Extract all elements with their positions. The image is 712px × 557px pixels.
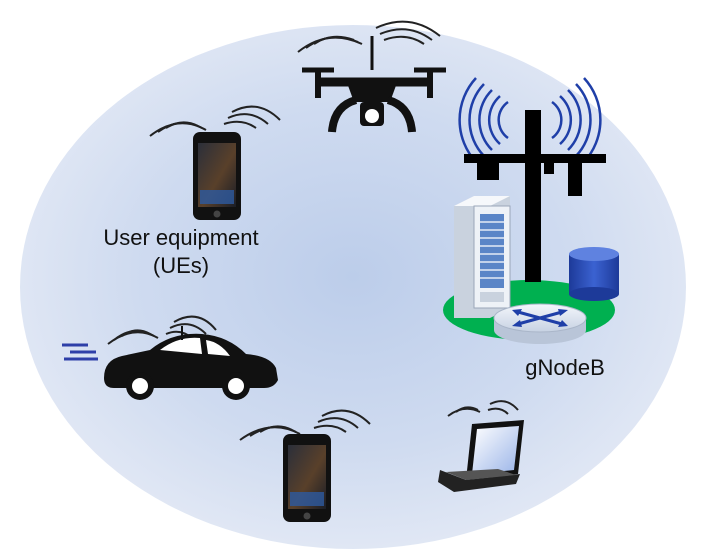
- router-icon: [493, 303, 587, 344]
- wireless-signal-icon: [107, 315, 217, 345]
- car-icon: [62, 315, 278, 400]
- user-equipment-label: User equipment (UEs): [66, 224, 296, 280]
- user-equipment-label-line1: User equipment: [103, 225, 259, 250]
- wireless-signal-icon: [458, 77, 602, 163]
- wireless-signal-icon: [447, 400, 519, 417]
- laptop-icon: [438, 400, 524, 492]
- wireless-signal-icon: [297, 20, 441, 53]
- smartphone-icon: [149, 105, 281, 220]
- wireless-signal-icon: [239, 409, 371, 441]
- user-equipment-label-line2: (UEs): [152, 253, 210, 278]
- gnodeb-label: gNodeB: [525, 355, 605, 380]
- wireless-signal-icon: [149, 105, 281, 137]
- database-icon: [569, 247, 619, 301]
- smartphone-icon: [239, 409, 371, 522]
- server-rack-icon: [454, 196, 511, 318]
- drone-icon: [297, 20, 446, 133]
